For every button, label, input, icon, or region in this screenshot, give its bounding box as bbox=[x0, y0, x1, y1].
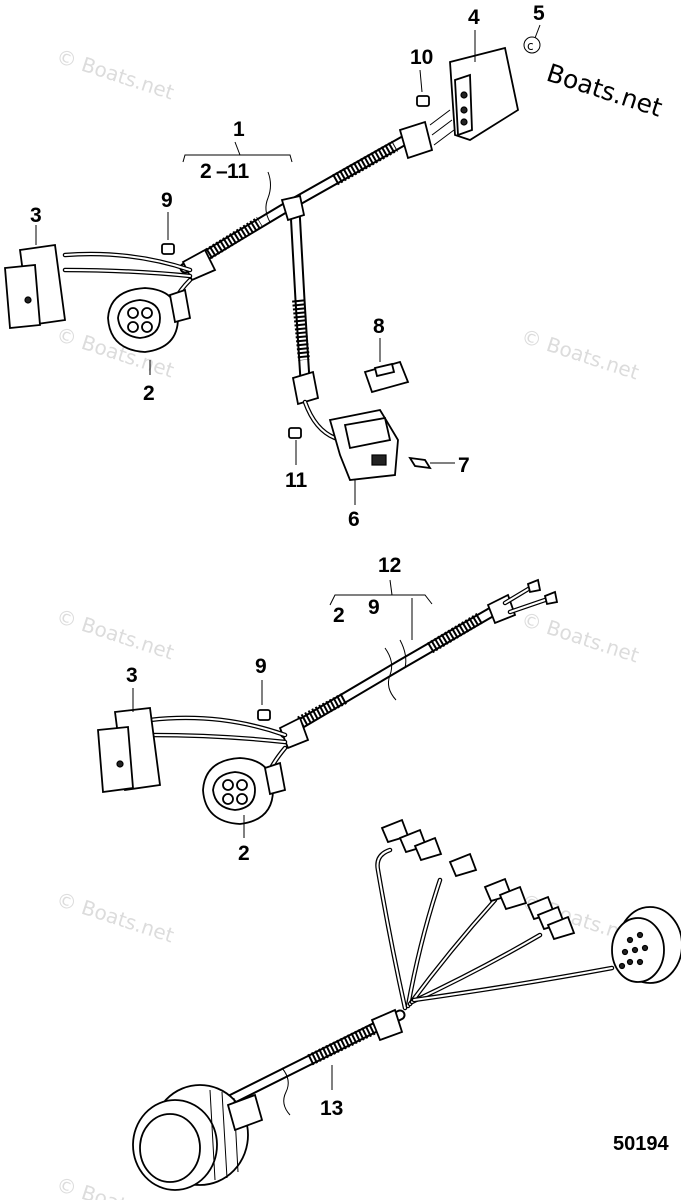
round-connector-left bbox=[132, 1084, 264, 1191]
callout-8: 8 bbox=[373, 315, 385, 338]
callout-labels: 1 2 – 11 3 2 4 5 10 9 8 7 6 11 12 2 9 3 … bbox=[30, 2, 669, 1155]
connector-6 bbox=[328, 408, 399, 481]
brand-watermark-text: Boats.net bbox=[543, 58, 666, 123]
callout-12-range-start: 2 bbox=[333, 604, 345, 627]
connector-2-mid bbox=[202, 757, 287, 825]
callout-2-mid: 2 bbox=[238, 842, 250, 865]
seal-9 bbox=[161, 243, 175, 255]
seal-10 bbox=[416, 95, 430, 107]
copyright-icon: c bbox=[527, 39, 534, 53]
watermark-text: © Boats.net bbox=[518, 607, 642, 668]
callout-3-mid: 3 bbox=[126, 664, 138, 687]
figure-number: 50194 bbox=[613, 1133, 669, 1155]
callout-11: 11 bbox=[285, 469, 308, 492]
callout-7: 7 bbox=[458, 454, 470, 477]
watermark-text: © Boats.net bbox=[518, 324, 642, 385]
callout-9-top: 9 bbox=[161, 189, 173, 212]
watermark-text: © Boats.net bbox=[53, 604, 177, 665]
callout-1: 1 bbox=[233, 118, 245, 141]
callout-5: 5 bbox=[533, 2, 545, 25]
callout-1-range-start: 2 bbox=[200, 160, 212, 183]
copyright-icon bbox=[523, 36, 541, 54]
leader-lines-middle bbox=[132, 579, 433, 838]
watermark-text: © Boats.net bbox=[53, 44, 177, 105]
callout-9-mid: 9 bbox=[255, 655, 267, 678]
connector-3 bbox=[4, 243, 67, 329]
harness-assembly-1 bbox=[4, 46, 520, 481]
watermark-text: © Boats.net bbox=[53, 887, 177, 948]
round-connector-right bbox=[611, 906, 681, 984]
connector-2 bbox=[107, 287, 192, 353]
junction-block bbox=[280, 194, 306, 222]
seal-9-mid bbox=[257, 709, 271, 721]
callout-12: 12 bbox=[378, 554, 401, 577]
callout-1-range-dash: – bbox=[216, 160, 228, 183]
terminal-7 bbox=[408, 456, 432, 470]
callout-10: 10 bbox=[410, 46, 433, 69]
callout-12-range-end: 9 bbox=[368, 596, 380, 619]
harness-assembly-13 bbox=[132, 818, 681, 1191]
callout-13: 13 bbox=[320, 1097, 343, 1120]
leader-lines-top bbox=[35, 24, 541, 505]
watermarks: © Boats.net © Boats.net © Boats.net © Bo… bbox=[53, 44, 642, 1200]
connector-4 bbox=[398, 46, 520, 160]
callout-3-top: 3 bbox=[30, 204, 42, 227]
connector-3-mid bbox=[97, 707, 162, 794]
callout-1-range-end: 11 bbox=[227, 160, 250, 183]
brand-watermark: c Boats.net bbox=[523, 36, 666, 123]
callout-4: 4 bbox=[468, 6, 480, 29]
terminal-group bbox=[380, 818, 576, 941]
callout-2-top: 2 bbox=[143, 382, 155, 405]
callout-6: 6 bbox=[348, 508, 360, 531]
harness-assembly-12 bbox=[97, 578, 559, 825]
seal-11 bbox=[288, 427, 302, 439]
